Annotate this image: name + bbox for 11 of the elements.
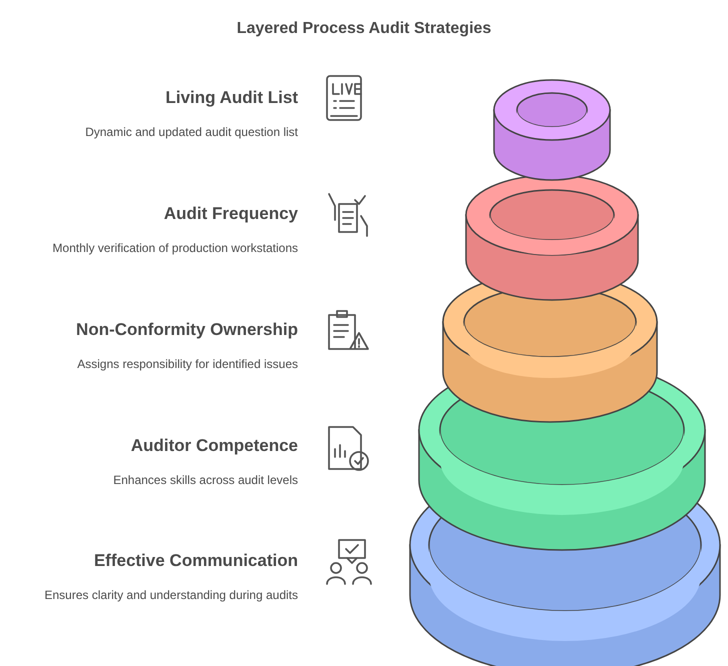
item-description: Ensures clarity and understanding during audits bbox=[44, 587, 298, 603]
diagram-title: Layered Process Audit Strategies bbox=[236, 20, 492, 38]
item-description: Dynamic and updated audit question list bbox=[84, 124, 298, 140]
item-description: Monthly verification of production workstations bbox=[52, 240, 298, 256]
item-heading: Audit Frequency bbox=[162, 204, 298, 224]
item-description: Enhances skills across audit levels bbox=[112, 472, 298, 488]
item-heading: Living Audit List bbox=[164, 88, 298, 108]
item-description: Assigns responsibility for identified issues bbox=[76, 356, 298, 372]
item-heading: Non-Conformity Ownership bbox=[75, 320, 298, 340]
item-heading: Effective Communication bbox=[92, 551, 298, 571]
item-heading: Auditor Competence bbox=[130, 436, 298, 456]
